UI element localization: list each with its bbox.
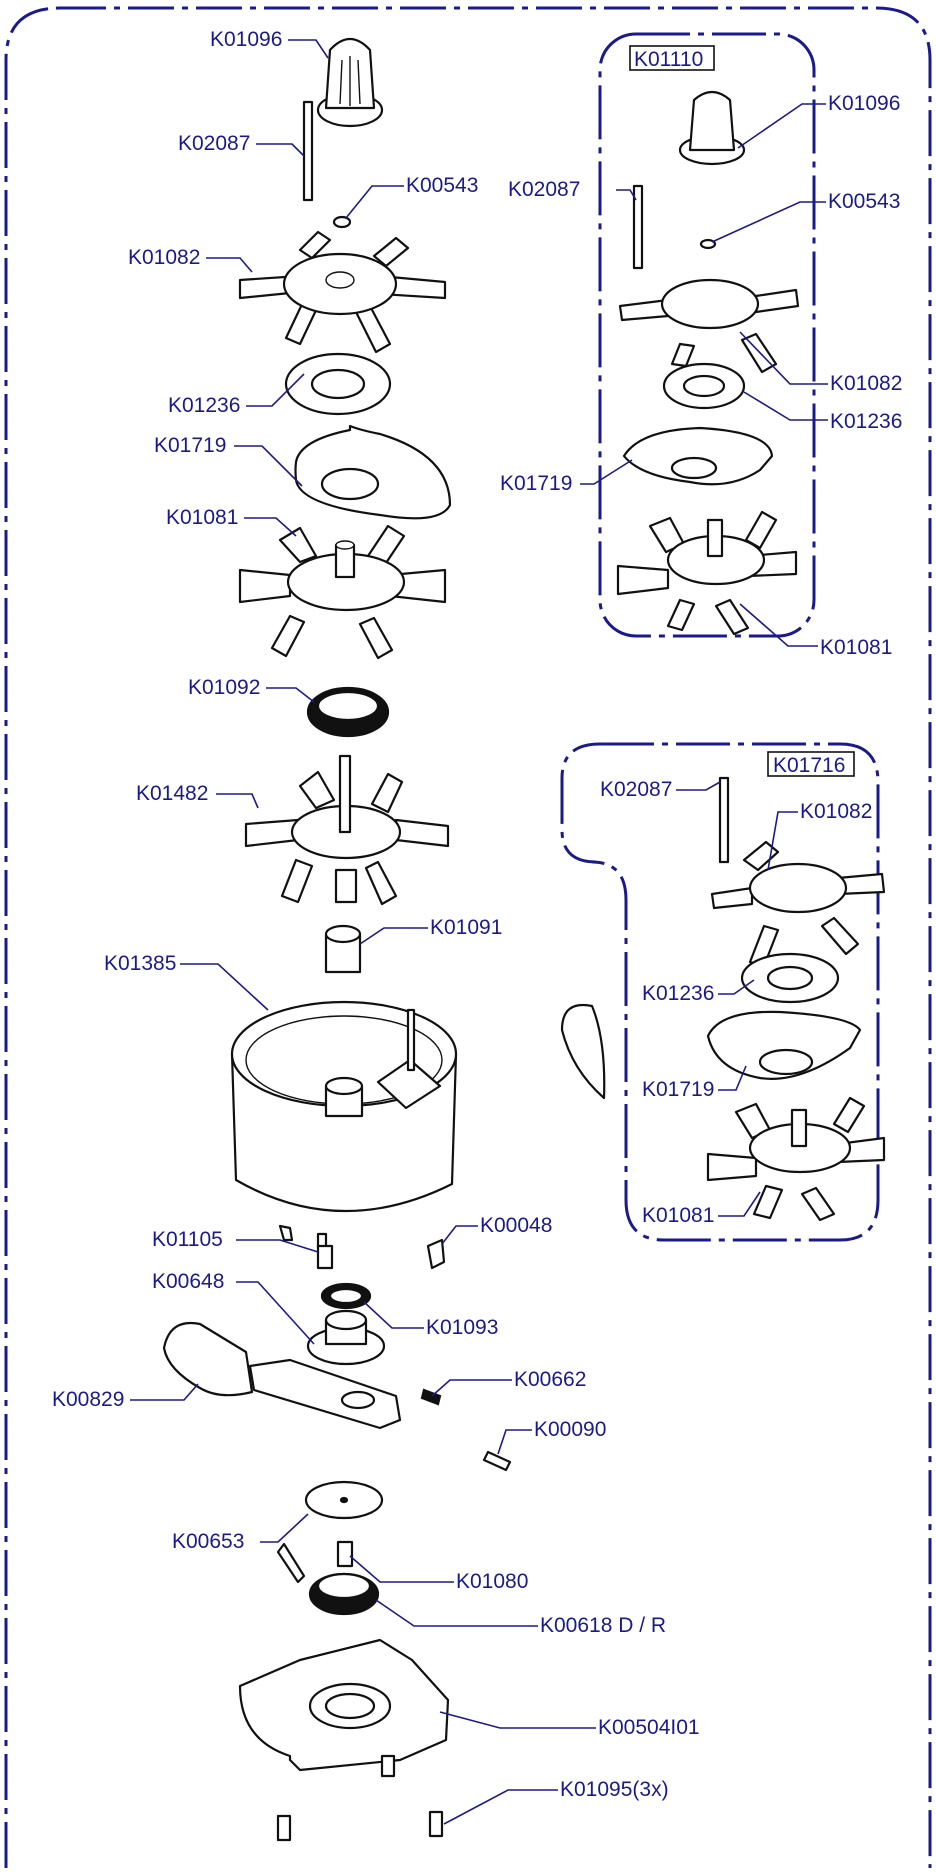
label-k01096: K01096 — [210, 28, 282, 51]
part-k01092 — [306, 686, 390, 738]
kit2-label-k01081: K01081 — [642, 1204, 714, 1227]
part-k00048 — [426, 1238, 446, 1270]
label-k01080: K01080 — [456, 1570, 528, 1593]
label-k00090: K00090 — [534, 1418, 606, 1441]
label-k00543: K00543 — [406, 174, 478, 197]
label-k01092: K01092 — [188, 676, 260, 699]
kit-k01110-title-box — [629, 45, 715, 71]
part-k00829 — [162, 1321, 402, 1430]
part-k00648 — [306, 1309, 386, 1366]
kit1-part-k01236 — [662, 362, 746, 410]
label-k00662: K00662 — [514, 1368, 586, 1391]
part-k01096 — [316, 37, 384, 128]
part-k01482 — [244, 754, 450, 906]
label-k00504i01: K00504I01 — [598, 1716, 700, 1739]
label-k01719: K01719 — [154, 434, 226, 457]
kit1-label-k01081: K01081 — [820, 636, 892, 659]
kit-k01716-title: K01716 — [773, 754, 845, 777]
kit1-part-k01719 — [622, 426, 774, 486]
part-k01105 — [316, 1244, 334, 1270]
part-k01091 — [324, 924, 362, 974]
kit2-part-k01082 — [710, 840, 886, 968]
kit2-part-k01236 — [740, 952, 840, 1004]
part-k00618 — [308, 1572, 380, 1616]
part-k01095 — [276, 1754, 444, 1842]
kit-k01110-frame — [598, 32, 816, 638]
kit2-label-k02087: K02087 — [600, 778, 672, 801]
part-k00504i01 — [238, 1638, 450, 1772]
kit1-part-k00543 — [699, 238, 717, 250]
part-k01385 — [230, 1000, 458, 1250]
kit-k01110-labels: K01096 K02087 K00543 K01082 K01236 K0171… — [500, 92, 902, 659]
kit2-loose-part — [560, 1003, 606, 1100]
label-k01385: K01385 — [104, 952, 176, 975]
part-k01093 — [320, 1282, 372, 1310]
label-k01236: K01236 — [168, 394, 240, 417]
kit2-part-k01719 — [706, 1010, 862, 1080]
kit2-label-k01719: K01719 — [642, 1078, 714, 1101]
outer-frame — [4, 6, 932, 1868]
label-k00618: K00618 D / R — [540, 1614, 666, 1637]
kit1-label-k00543: K00543 — [828, 190, 900, 213]
kit1-label-k01236: K01236 — [830, 410, 902, 433]
part-k01082 — [238, 230, 447, 354]
part-k00543 — [332, 215, 352, 229]
main-leaders — [130, 39, 596, 1825]
kit-k01716-labels: K02087 K01082 K01236 K01719 K01081 — [600, 778, 872, 1227]
label-k01095: K01095(3x) — [560, 1778, 669, 1801]
label-k00048: K00048 — [480, 1214, 552, 1237]
label-k00653: K00653 — [172, 1530, 244, 1553]
label-k01093: K01093 — [426, 1316, 498, 1339]
label-k02087: K02087 — [178, 132, 250, 155]
kit-k01716-frame — [560, 742, 880, 1242]
kit2-part-k01081 — [706, 1096, 886, 1222]
label-k00648: K00648 — [152, 1270, 224, 1293]
label-k00829: K00829 — [52, 1388, 124, 1411]
kit1-label-k01082: K01082 — [830, 372, 902, 395]
part-k01236 — [284, 352, 392, 416]
kit-k01716-parts — [560, 776, 886, 1222]
part-k01719 — [294, 424, 452, 520]
main-labels: K01096 K02087 K00543 K01082 K01236 K0171… — [52, 28, 700, 1801]
label-k01091: K01091 — [430, 916, 502, 939]
part-k00653 — [276, 1480, 384, 1584]
kit-k01110-title: K01110 — [634, 48, 703, 71]
kit-k01716-leaders — [676, 781, 798, 1217]
part-k01081 — [238, 524, 447, 660]
kit2-label-k01082: K01082 — [800, 800, 872, 823]
kit1-part-k01096 — [678, 90, 746, 166]
kit2-part-k02087 — [718, 776, 730, 864]
kit1-part-k02087 — [632, 184, 644, 270]
kit-k01110-parts — [616, 90, 800, 636]
kit1-label-k01719: K01719 — [500, 472, 572, 495]
label-k01081: K01081 — [166, 506, 238, 529]
label-k01482: K01482 — [136, 782, 208, 805]
kit1-label-k02087: K02087 — [508, 178, 580, 201]
kit1-label-k01096: K01096 — [828, 92, 900, 115]
label-k01105: K01105 — [152, 1228, 223, 1251]
label-k01082: K01082 — [128, 246, 200, 269]
part-k02087 — [302, 100, 314, 202]
kit-k01110-leaders — [580, 103, 828, 647]
kit-k01716-title-box — [767, 751, 855, 777]
part-k00090 — [482, 1450, 512, 1472]
kit2-label-k01236: K01236 — [642, 982, 714, 1005]
kit1-part-k01082 — [618, 278, 800, 374]
part-k01080 — [336, 1540, 354, 1568]
kit1-part-k01081 — [616, 510, 798, 636]
